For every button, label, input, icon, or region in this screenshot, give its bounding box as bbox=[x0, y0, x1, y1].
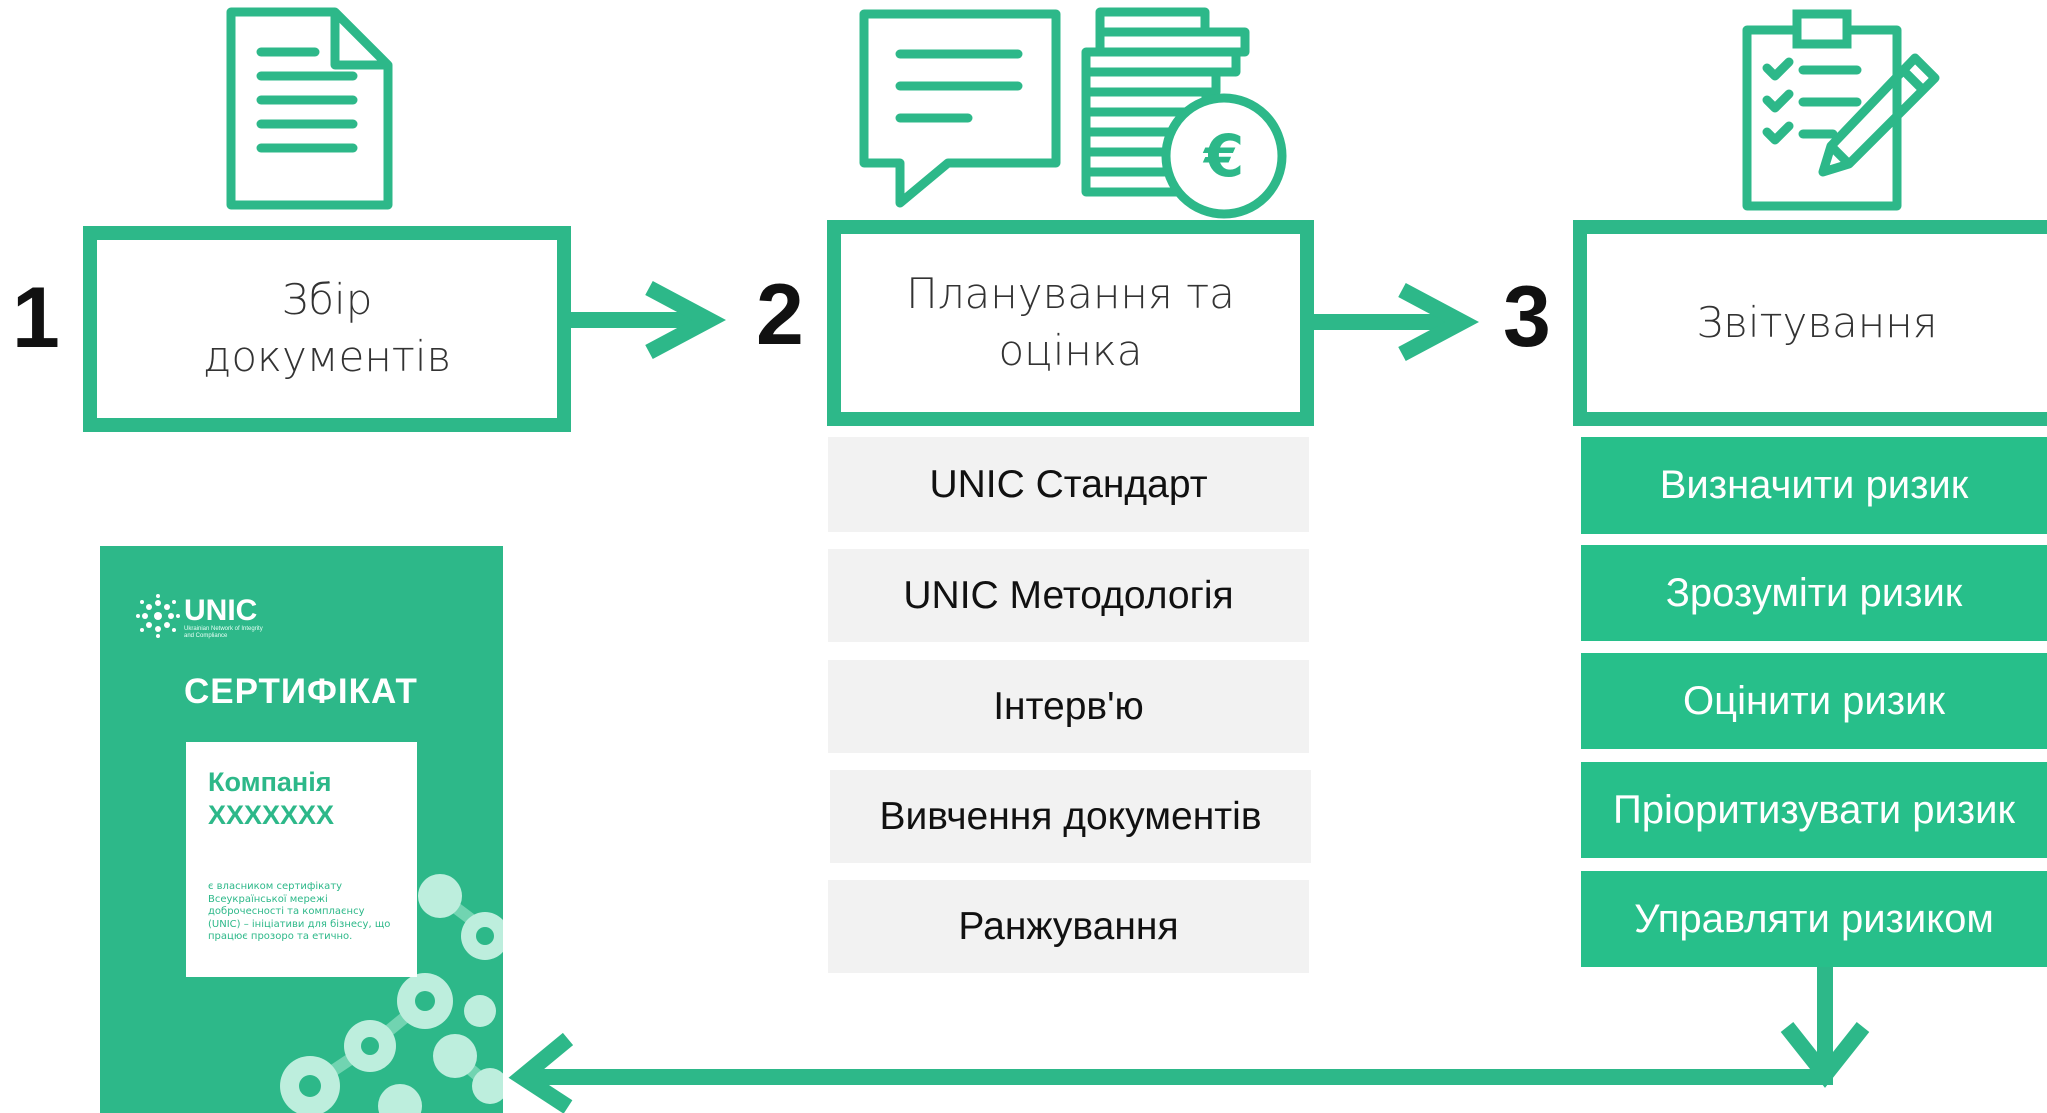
risk-action-item: Оцінити ризик bbox=[1581, 653, 2047, 749]
method-item: UNIC Стандарт bbox=[828, 437, 1309, 532]
document-icon bbox=[226, 7, 393, 210]
step-number-1: 1 bbox=[12, 270, 60, 366]
certificate-company-line2: XXXXXXX bbox=[208, 800, 335, 830]
method-item: Інтерв'ю bbox=[828, 660, 1309, 753]
stage-box-collection: Збір документів bbox=[83, 226, 571, 432]
certificate-company-line1: Компанія bbox=[208, 767, 332, 797]
clipboard-checklist-icon bbox=[1742, 9, 1940, 211]
certificate-company-card: Компанія XXXXXXX є власником сертифікату… bbox=[186, 742, 417, 977]
step-number-2: 2 bbox=[756, 267, 804, 363]
stage-box-reporting: Звітування bbox=[1573, 220, 2047, 426]
stage-title-line1: Звітування bbox=[1696, 297, 1938, 347]
stage-title-line2: документів bbox=[202, 332, 452, 381]
svg-text:€: € bbox=[1202, 122, 1244, 190]
stage-title-line1: Планування та bbox=[906, 269, 1235, 319]
unic-logo-icon bbox=[136, 594, 180, 638]
certificate-card: UNIC Ukrainian Network of Integrity and … bbox=[100, 546, 503, 1113]
risk-action-item: Управляти ризиком bbox=[1581, 871, 2047, 967]
certificate-logo-text: UNIC bbox=[184, 594, 258, 627]
certificate-title: СЕРТИФІКАТ bbox=[184, 672, 418, 711]
risk-action-item: Визначити ризик bbox=[1581, 437, 2047, 534]
certificate-logo-subtitle: Ukrainian Network of Integrity and Compl… bbox=[184, 626, 263, 639]
step-number-3: 3 bbox=[1503, 269, 1551, 365]
method-item: UNIC Методологія bbox=[828, 549, 1309, 642]
euro-coins-icon: € bbox=[1081, 7, 1287, 219]
stage-title-line1: Збір bbox=[281, 275, 373, 325]
speech-bubble-icon bbox=[859, 9, 1061, 208]
arrow-right-icon bbox=[571, 280, 726, 360]
arrow-right-icon bbox=[1314, 282, 1479, 362]
certificate-description: є власником сертифікату Всеукраїнської м… bbox=[208, 881, 391, 942]
method-item: Вивчення документів bbox=[830, 770, 1311, 863]
return-arrow-icon bbox=[508, 965, 1870, 1113]
risk-action-item: Зрозуміти ризик bbox=[1581, 545, 2047, 641]
risk-action-item: Пріоритизувати ризик bbox=[1581, 762, 2047, 858]
decorative-dots-pattern bbox=[280, 874, 503, 1113]
stage-title-line2: оцінка bbox=[998, 326, 1143, 375]
method-item: Ранжування bbox=[828, 880, 1309, 973]
stage-box-planning: Планування та оцінка bbox=[827, 220, 1314, 426]
